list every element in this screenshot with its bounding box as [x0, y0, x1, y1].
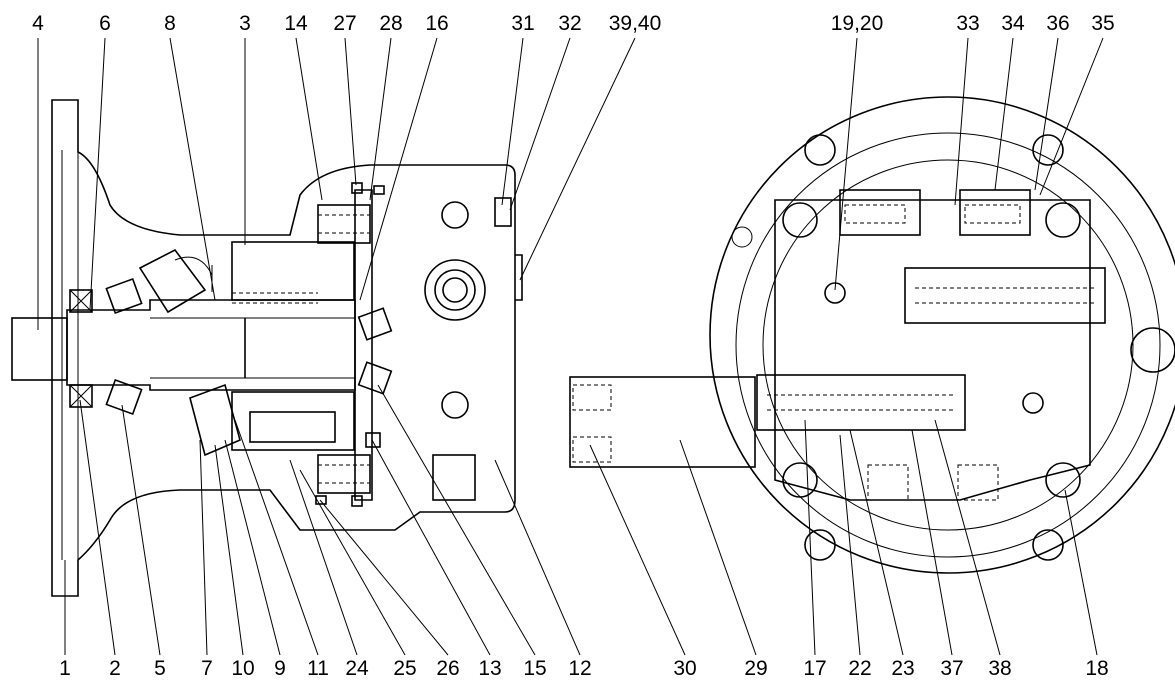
label-1: 1 — [59, 657, 71, 680]
label-26: 26 — [436, 657, 459, 680]
label-29: 29 — [744, 657, 767, 680]
leader-lines — [37, 37, 1104, 656]
label-12: 12 — [568, 657, 591, 680]
label-28: 28 — [379, 12, 402, 35]
label-39-40: 39,40 — [609, 12, 662, 35]
label-32: 32 — [558, 12, 581, 35]
label-5: 5 — [154, 657, 166, 680]
label-3: 3 — [239, 12, 251, 35]
label-31: 31 — [511, 12, 534, 35]
label-24: 24 — [345, 657, 369, 680]
label-23: 23 — [891, 657, 914, 680]
end-view — [709, 96, 1175, 574]
label-25: 25 — [393, 657, 416, 680]
relief-valve-block — [569, 376, 756, 468]
bottom-part-number-labels: 1 2 5 7 10 9 11 24 25 26 13 15 12 30 29 … — [59, 657, 1109, 680]
label-6: 6 — [99, 12, 111, 35]
label-38: 38 — [988, 657, 1011, 680]
label-15: 15 — [523, 657, 546, 680]
label-22: 22 — [848, 657, 871, 680]
side-section-view — [11, 99, 523, 597]
top-part-number-labels: 4 6 8 3 14 27 28 16 31 32 39,40 19,20 33… — [32, 12, 1115, 35]
label-4: 4 — [32, 12, 44, 35]
label-35: 35 — [1091, 12, 1114, 35]
label-13: 13 — [478, 657, 501, 680]
label-37: 37 — [940, 657, 963, 680]
label-17: 17 — [803, 657, 826, 680]
label-8: 8 — [164, 12, 176, 35]
label-36: 36 — [1046, 12, 1069, 35]
label-27: 27 — [333, 12, 356, 35]
label-16: 16 — [425, 12, 448, 35]
label-10: 10 — [231, 657, 254, 680]
label-11: 11 — [307, 657, 329, 680]
label-30: 30 — [673, 657, 696, 680]
label-34: 34 — [1001, 12, 1025, 35]
label-9: 9 — [274, 657, 286, 680]
label-2: 2 — [109, 657, 121, 680]
label-7: 7 — [201, 657, 213, 680]
label-19-20: 19,20 — [831, 12, 884, 35]
label-14: 14 — [284, 12, 308, 35]
label-33: 33 — [956, 12, 979, 35]
label-18: 18 — [1085, 657, 1108, 680]
